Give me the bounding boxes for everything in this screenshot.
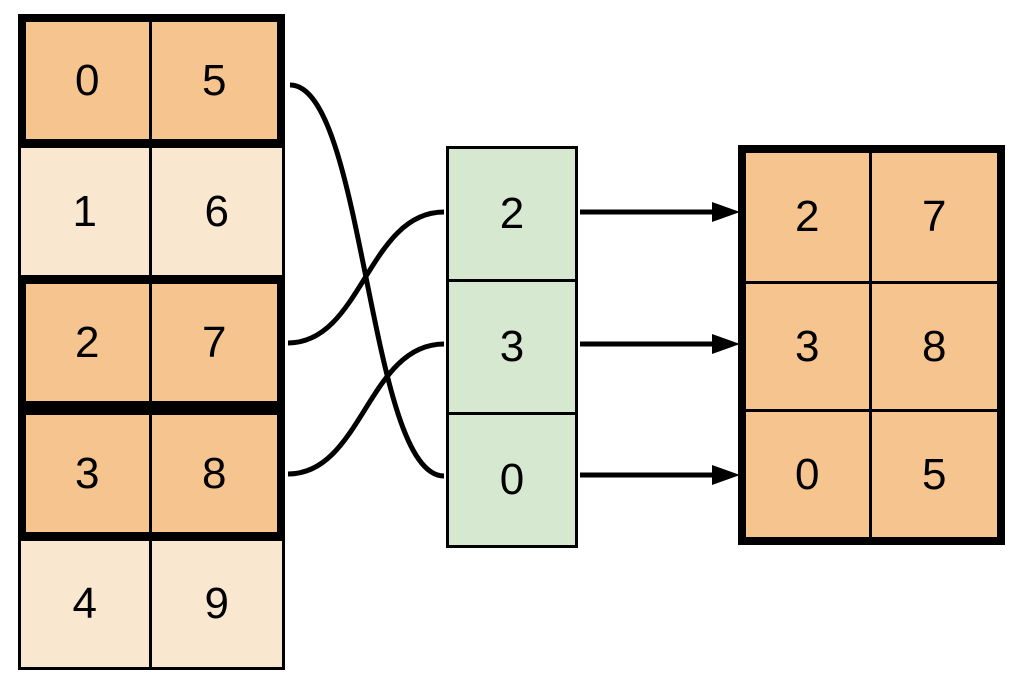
arrowhead-result-row0 [712, 202, 740, 222]
result-cell-r0c1: 7 [922, 192, 947, 241]
result-row-2: 0 5 [746, 409, 997, 537]
source-row-2: 2 7 [18, 276, 285, 409]
index-cell-0: 2 [499, 189, 525, 238]
curve-source-row0-to-index-0 [289, 82, 445, 479]
result-row-0: 2 7 [746, 153, 997, 281]
source-row-4: 4 9 [18, 538, 285, 670]
result-table: 2 7 3 8 0 5 [738, 145, 1005, 545]
source-cell-r1c0: 1 [21, 148, 152, 275]
source-cell-r3c0: 3 [26, 415, 152, 532]
source-row-0: 0 5 [18, 14, 285, 147]
result-cell-r2c1: 5 [922, 449, 947, 499]
source-cell-r2c0: 2 [26, 284, 152, 401]
source-cell-r0c0: 0 [26, 22, 152, 139]
result-cell-r2c0: 0 [746, 412, 872, 537]
index-column: 2 3 0 [446, 146, 578, 548]
result-cell-r1c1: 8 [922, 321, 947, 371]
result-cell-r0c0: 2 [746, 153, 872, 281]
result-cell-r1c0: 3 [746, 284, 872, 409]
source-cell-r1c1: 6 [204, 186, 229, 236]
result-row-1: 3 8 [746, 281, 997, 409]
arrowhead-result-row1 [712, 334, 740, 354]
index-cell-2: 0 [449, 412, 575, 545]
source-row-3: 3 8 [18, 407, 285, 540]
source-cell-r4c0: 4 [21, 541, 152, 667]
curve-source-row3-to-index-3 [287, 341, 445, 477]
source-cell-r3c1: 8 [202, 448, 227, 498]
source-cell-r0c1: 5 [202, 55, 227, 105]
arrowhead-result-row2 [712, 465, 740, 485]
source-cell-r2c1: 7 [202, 317, 227, 367]
source-row-1: 1 6 [18, 145, 285, 278]
index-cell-1: 3 [449, 279, 575, 412]
curve-source-row2-to-index-2 [287, 209, 445, 346]
source-cell-r4c1: 9 [204, 579, 229, 628]
